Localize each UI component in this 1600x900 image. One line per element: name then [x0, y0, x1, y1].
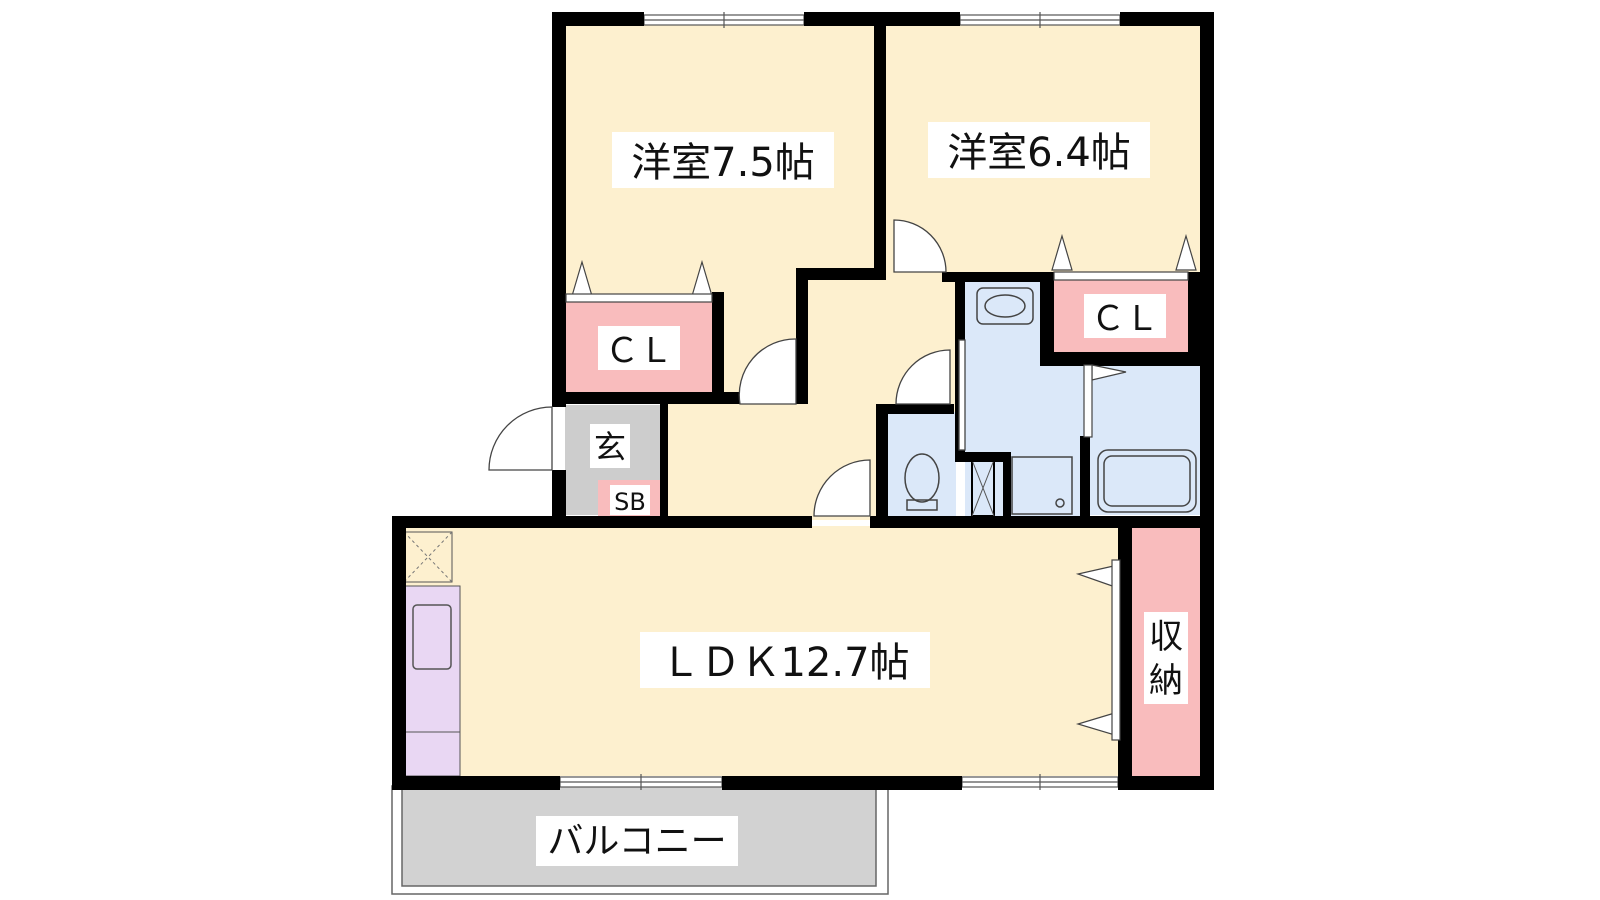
closet-1-label: ＣＬ [605, 331, 673, 371]
washing-machine-drain [1055, 498, 1065, 508]
western-room-2-label-bg [928, 122, 1150, 178]
storage-door-track [1111, 559, 1121, 741]
washbasin-bowl [984, 294, 1026, 318]
toilet-icon [904, 453, 940, 503]
closet-2-door-track [1053, 271, 1189, 281]
room-1-door [738, 338, 797, 405]
storage-label-line2: 納 [1149, 661, 1183, 701]
ldk-label: ＬＤＫ12.7帖 [660, 640, 909, 686]
washing-machine-icon [1011, 456, 1073, 515]
room-2-door [893, 219, 947, 273]
storage-label-line1: 収 [1149, 617, 1183, 657]
closet-doors [565, 233, 1197, 741]
balcony-label-bg [536, 816, 738, 866]
sink-icon [412, 604, 452, 670]
range-hood-icon [403, 531, 453, 583]
ldk-door [813, 459, 871, 517]
western-room-2-label: 洋室6.4帖 [947, 130, 1131, 176]
toilet-tank [906, 499, 938, 511]
ldk-label-bg [640, 632, 930, 688]
entrance-label: 玄 [594, 428, 626, 466]
western-room-1-label-bg [612, 132, 834, 188]
bath-door-track [1083, 364, 1093, 438]
closet-2-label-bg [1084, 294, 1166, 338]
closet-1-label-bg [598, 326, 680, 370]
toilet-door [895, 349, 951, 405]
fixtures [904, 287, 1197, 517]
shoe-box-label-bg [610, 485, 650, 515]
closet-1-door-track [565, 293, 713, 303]
labels: 洋室7.5帖 洋室6.4帖 ＣＬ ＣＬ 玄 SB ＬＤＫ12.7帖 収 納 バル… [536, 122, 1188, 866]
closet-2-door-right [1175, 233, 1197, 271]
shoe-box-label: SB [614, 488, 646, 516]
closet-2-door-left [1051, 233, 1073, 271]
bathtub-icon [1097, 449, 1197, 513]
storage-label-bg [1144, 612, 1188, 704]
pipe-shaft-cross-2 [971, 459, 995, 517]
western-room-1-label: 洋室7.5帖 [631, 140, 815, 186]
closet-2-label: ＣＬ [1091, 299, 1159, 339]
swing-doors [488, 219, 966, 517]
balcony-label: バルコニー [547, 821, 726, 862]
bathroom-floor [1090, 365, 1200, 515]
walls [392, 12, 1214, 790]
washbasin-icon [976, 287, 1034, 325]
bathtub-inner [1103, 455, 1191, 507]
entrance-door [488, 406, 553, 471]
washroom-sliding-door [958, 339, 966, 451]
entrance-label-bg [590, 424, 630, 468]
